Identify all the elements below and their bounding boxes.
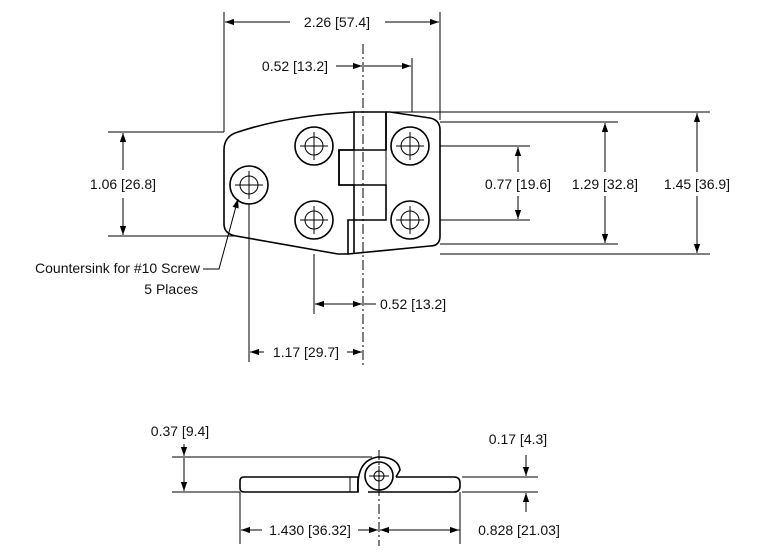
countersink-hole [390, 200, 430, 240]
dim-label: 1.29 [32.8] [572, 176, 638, 192]
dim-right-leaf-length: 0.828 [21.03] [380, 492, 562, 544]
side-right-leaf [368, 476, 461, 493]
dim-overall-height: 1.45 [36.9] [386, 111, 733, 255]
label-background [569, 176, 641, 192]
hinge-knuckle [338, 111, 387, 255]
label-background [33, 260, 203, 276]
label-background [148, 423, 212, 439]
countersink-hole [294, 200, 334, 240]
dim-label: 0.828 [21.03] [478, 522, 560, 538]
dim-label: 0.52 [13.2] [380, 296, 446, 312]
dim-hole-to-center: 1.17 [29.7] [248, 204, 362, 362]
dim-label: 0.52 [13.2] [262, 58, 328, 74]
hinge-side-view [239, 450, 461, 546]
dim-label: 1.430 [36.32] [269, 522, 351, 538]
dim-label: 1.06 [26.8] [90, 176, 156, 192]
dim-label: 1.17 [29.7] [273, 344, 339, 360]
side-left-leaf [239, 476, 359, 493]
dim-label: 1.45 [36.9] [664, 176, 730, 192]
dim-label: 0.17 [4.3] [489, 431, 547, 447]
countersink-note: Countersink for #10 Screw 5 Places [33, 198, 239, 297]
dim-label: 0.77 [19.6] [485, 176, 551, 192]
countersink-note-line2: 5 Places [144, 281, 198, 297]
countersink-hole [229, 165, 269, 205]
countersink-hole [294, 126, 334, 166]
label-background [301, 14, 373, 30]
dim-label: 2.26 [57.4] [304, 14, 370, 30]
dim-right-hole-span: 0.77 [19.6] [440, 145, 554, 221]
label-background [661, 176, 733, 192]
label-background [267, 522, 353, 538]
label-background [87, 176, 159, 192]
label-background [486, 431, 550, 447]
dim-knuckle-offset-bottom: 0.52 [13.2] [313, 254, 449, 314]
dim-leaf-thickness: 0.17 [4.3] [462, 431, 550, 512]
dim-left-leaf-length: 1.430 [36.32] [239, 492, 378, 544]
right-leaf-outline [347, 111, 441, 255]
dim-right-leaf-height: 1.29 [32.8] [440, 121, 641, 245]
countersink-hole [390, 126, 430, 166]
hinge-top-view [223, 44, 441, 368]
dim-label: 0.37 [9.4] [151, 423, 209, 439]
dim-side-height: 0.37 [9.4] [148, 423, 372, 493]
dim-overall-width: 2.26 [57.4] [223, 12, 441, 132]
label-background [476, 522, 562, 538]
label-background [270, 344, 342, 360]
side-knuckle [357, 456, 401, 493]
label-background [378, 296, 449, 312]
countersink-note-line1: Countersink for #10 Screw [35, 260, 201, 276]
dim-knuckle-offset-top: 0.52 [13.2] [259, 58, 413, 112]
label-background [142, 281, 200, 297]
label-background [259, 58, 331, 74]
label-background [482, 176, 554, 192]
left-leaf-outline [223, 111, 355, 255]
dim-left-hole-span: 1.06 [26.8] [87, 131, 236, 237]
